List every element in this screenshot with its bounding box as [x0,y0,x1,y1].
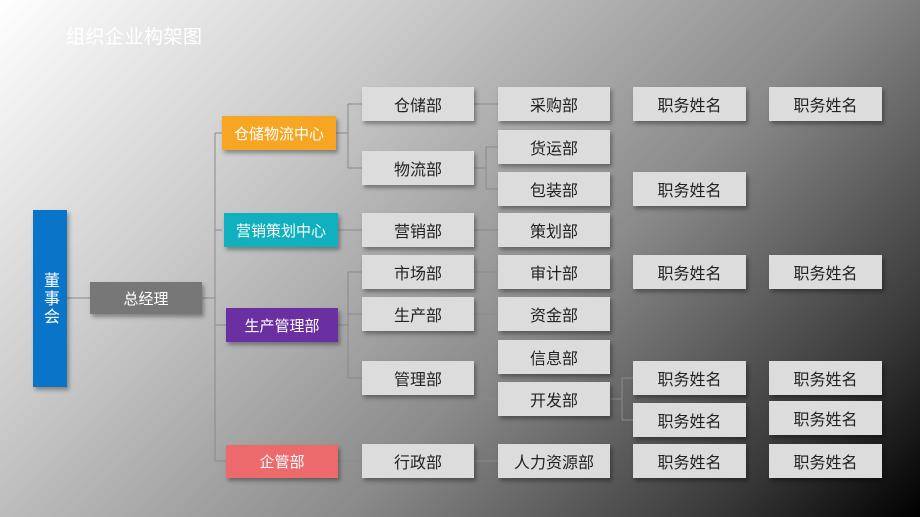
logistics-dept-node: 物流部 [362,151,474,185]
audit-dept-node: 审计部 [498,255,610,289]
position-node: 职务姓名 [633,172,746,206]
management-dept-node: 管理部 [362,361,474,395]
planning-dept-node: 策划部 [498,213,610,247]
position-node: 职务姓名 [769,87,882,121]
logistics-center-node: 仓储物流中心 [222,116,336,150]
warehouse-dept-node: 仓储部 [362,87,474,121]
general-manager-node: 总经理 [90,282,202,314]
position-node: 职务姓名 [769,361,882,395]
packaging-dept-node: 包装部 [498,172,610,206]
position-node: 职务姓名 [769,401,882,435]
production-management-node: 生产管理部 [226,308,338,342]
position-node: 职务姓名 [633,255,746,289]
board-of-directors-node: 董事会 [33,210,67,387]
position-node: 职务姓名 [633,444,746,478]
position-node: 职务姓名 [633,87,746,121]
information-dept-node: 信息部 [498,340,610,374]
purchasing-dept-node: 采购部 [498,87,610,121]
page-title: 组织企业构架图 [66,26,203,48]
enterprise-management-node: 企管部 [226,445,338,478]
marketing-center-node: 营销策划中心 [224,213,338,247]
hr-dept-node: 人力资源部 [498,444,610,478]
freight-dept-node: 货运部 [498,130,610,164]
position-node: 职务姓名 [633,403,746,437]
market-dept-node: 市场部 [362,255,474,289]
admin-dept-node: 行政部 [362,444,474,478]
position-node: 职务姓名 [769,444,882,478]
finance-dept-node: 资金部 [498,297,610,331]
position-node: 职务姓名 [769,255,882,289]
position-node: 职务姓名 [633,361,746,395]
development-dept-node: 开发部 [498,382,610,416]
production-dept-node: 生产部 [362,297,474,331]
marketing-dept-node: 营销部 [362,213,474,247]
